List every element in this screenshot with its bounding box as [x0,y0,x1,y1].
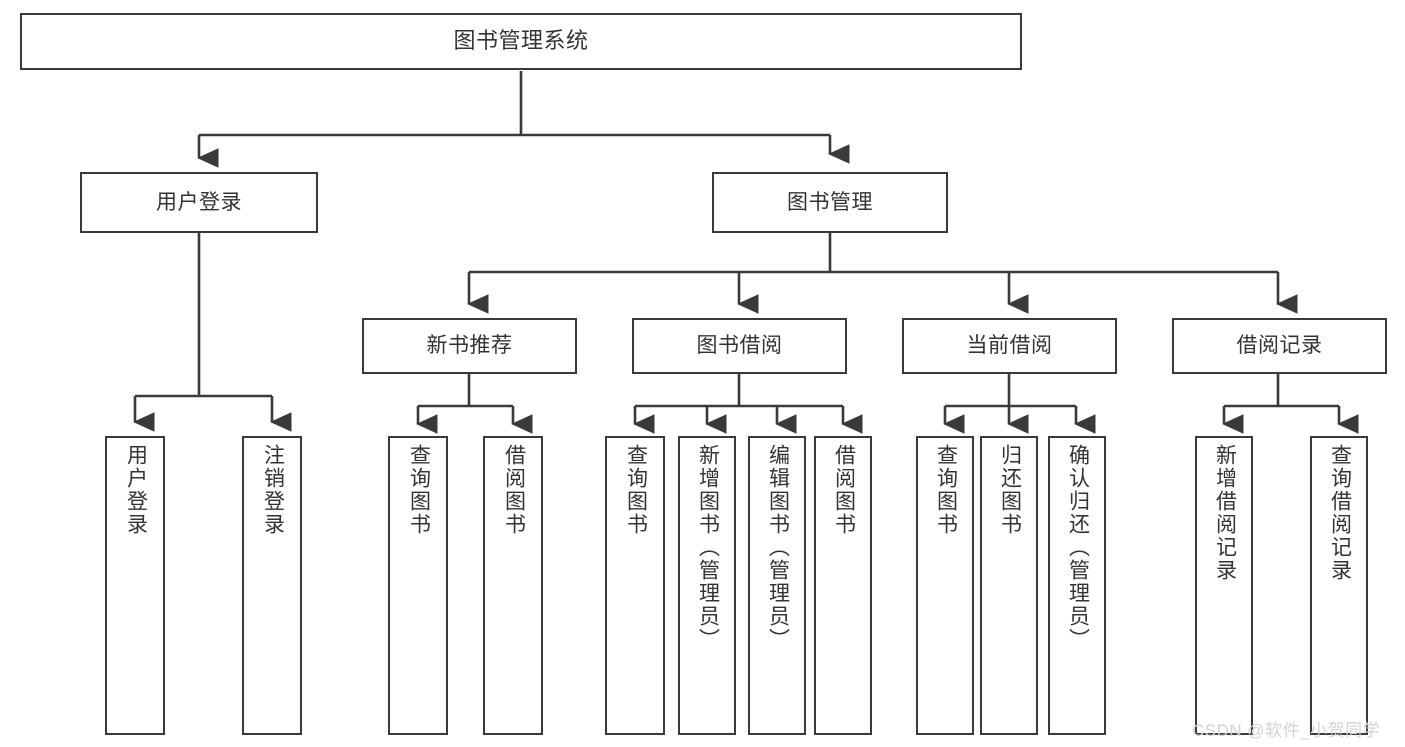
node-label: 图书管理系统 [453,28,589,54]
node-label: 图书管理 [787,190,873,214]
leaf-borrow-edit-book-admin[interactable]: 编辑图书（管理员） [748,436,806,735]
node-label: 借阅记录 [1236,334,1323,358]
node-borrow-record[interactable]: 借阅记录 [1172,318,1387,374]
node-label: 新增借阅记录 [1213,444,1237,582]
node-book-management[interactable]: 图书管理 [712,172,948,233]
node-label: 新增图书（管理员） [696,444,720,651]
node-label: 查询图书 [407,444,431,536]
node-book-borrow[interactable]: 图书借阅 [632,318,847,374]
node-label: 当前借阅 [966,334,1053,358]
node-label: 新书推荐 [426,334,513,358]
node-label: 查询图书 [934,444,958,536]
node-label: 图书借阅 [696,334,783,358]
node-label: 用户登录 [124,444,148,536]
leaf-user-login-logout[interactable]: 注销登录 [242,436,302,735]
node-user-login[interactable]: 用户登录 [80,172,318,233]
node-label: 查询图书 [624,444,648,536]
node-current-borrow[interactable]: 当前借阅 [902,318,1117,374]
leaf-new-book-query[interactable]: 查询图书 [388,436,448,735]
leaf-current-return-book[interactable]: 归还图书 [980,436,1038,735]
leaf-record-add-record[interactable]: 新增借阅记录 [1195,436,1253,735]
leaf-borrow-borrow-book[interactable]: 借阅图书 [814,436,872,735]
node-label: 借阅图书 [502,444,526,536]
node-label: 查询借阅记录 [1328,444,1352,582]
leaf-current-confirm-return-admin[interactable]: 确认归还（管理员） [1048,436,1106,735]
leaf-record-query-record[interactable]: 查询借阅记录 [1310,436,1368,735]
csdn-watermark: CSDN @软件_小贺同学 [1192,721,1381,740]
leaf-new-book-borrow[interactable]: 借阅图书 [483,436,543,735]
leaf-borrow-add-book-admin[interactable]: 新增图书（管理员） [678,436,736,735]
leaf-borrow-query-book[interactable]: 查询图书 [605,436,665,735]
node-label: 编辑图书（管理员） [766,444,790,651]
node-label: 确认归还（管理员） [1066,444,1090,651]
node-root-system[interactable]: 图书管理系统 [20,13,1022,70]
node-label: 注销登录 [261,444,285,536]
node-label: 归还图书 [998,444,1022,536]
leaf-user-login-login[interactable]: 用户登录 [105,436,165,735]
node-new-book-recommend[interactable]: 新书推荐 [362,318,577,374]
node-label: 用户登录 [156,190,242,214]
leaf-current-query-book[interactable]: 查询图书 [916,436,974,735]
node-label: 借阅图书 [832,444,856,536]
